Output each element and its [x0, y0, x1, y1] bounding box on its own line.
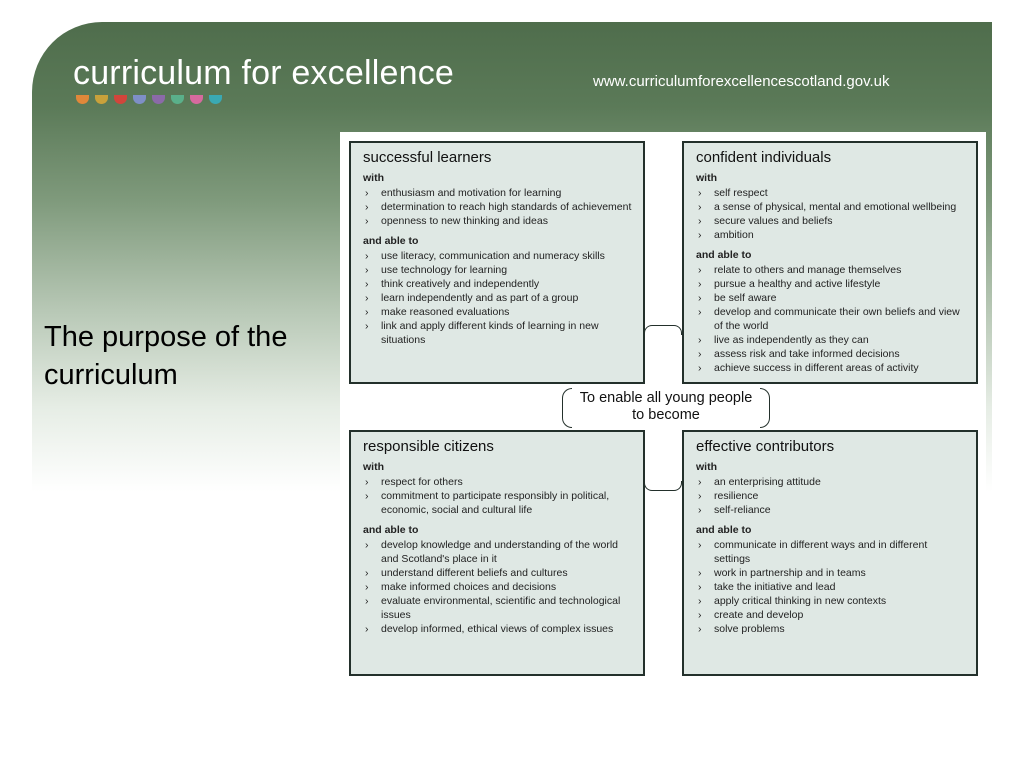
- box-responsible-citizens: responsible citizens with respect for othe…: [349, 430, 645, 676]
- list-item: secure values and beliefs: [696, 214, 966, 228]
- list-item: solve problems: [696, 622, 966, 636]
- box-title: successful learners: [363, 149, 492, 166]
- box-title: responsible citizens: [363, 438, 494, 455]
- list-item: enthusiasm and motivation for learning: [363, 186, 633, 200]
- list-item: understand different beliefs and culture…: [363, 566, 633, 580]
- list-item: determination to reach high standards of…: [363, 200, 633, 214]
- purpose-heading: The purpose of the curriculum: [44, 321, 288, 391]
- list-item: make informed choices and decisions: [363, 580, 633, 594]
- list-item: be self aware: [696, 291, 966, 305]
- with-list: self respecta sense of physical, mental …: [696, 186, 966, 242]
- connector-top: [644, 325, 682, 335]
- brand-title: curriculum for excellence: [73, 54, 455, 92]
- list-item: openness to new thinking and ideas: [363, 214, 633, 228]
- able-to-label: and able to: [363, 235, 419, 247]
- brand-dot: [95, 95, 108, 104]
- list-item: a sense of physical, mental and emotiona…: [696, 200, 966, 214]
- list-item: develop knowledge and understanding of t…: [363, 538, 633, 566]
- list-item: commitment to participate responsibly in…: [363, 489, 633, 517]
- able-to-list: develop knowledge and understanding of t…: [363, 538, 633, 636]
- list-item: assess risk and take informed decisions: [696, 347, 966, 361]
- list-item: self-reliance: [696, 503, 966, 517]
- able-to-label: and able to: [363, 524, 419, 536]
- box-successful-learners: successful learners with enthusiasm and mo…: [349, 141, 645, 384]
- with-list: respect for otherscommitment to particip…: [363, 475, 633, 517]
- brand-dot: [76, 95, 89, 104]
- center-bracket-left: [562, 388, 572, 428]
- with-list: an enterprising attituderesilienceself-r…: [696, 475, 966, 517]
- with-label: with: [363, 461, 384, 473]
- brand-dot: [190, 95, 203, 104]
- center-bracket-right: [760, 388, 770, 428]
- brand-dot: [152, 95, 165, 104]
- list-item: relate to others and manage themselves: [696, 263, 966, 277]
- list-item: create and develop: [696, 608, 966, 622]
- able-to-label: and able to: [696, 524, 752, 536]
- list-item: pursue a healthy and active lifestyle: [696, 277, 966, 291]
- brand-dot: [114, 95, 127, 104]
- list-item: respect for others: [363, 475, 633, 489]
- list-item: develop and communicate their own belief…: [696, 305, 966, 333]
- site-url: www.curriculumforexcellencescotland.gov.…: [593, 73, 890, 90]
- list-item: resilience: [696, 489, 966, 503]
- with-label: with: [696, 461, 717, 473]
- list-item: learn independently and as part of a gro…: [363, 291, 633, 305]
- center-caption: To enable all young people to become: [579, 390, 753, 423]
- list-item: evaluate environmental, scientific and t…: [363, 594, 633, 622]
- list-item: ambition: [696, 228, 966, 242]
- connector-bottom: [644, 481, 682, 491]
- brand-dot: [171, 95, 184, 104]
- list-item: think creatively and independently: [363, 277, 633, 291]
- list-item: an enterprising attitude: [696, 475, 966, 489]
- able-to-label: and able to: [696, 249, 752, 261]
- able-to-list: relate to others and manage themselvespu…: [696, 263, 966, 375]
- list-item: take the initiative and lead: [696, 580, 966, 594]
- box-title: effective contributors: [696, 438, 835, 455]
- brand-dots: [76, 95, 222, 104]
- list-item: link and apply different kinds of learni…: [363, 319, 633, 347]
- with-label: with: [696, 172, 717, 184]
- list-item: self respect: [696, 186, 966, 200]
- list-item: make reasoned evaluations: [363, 305, 633, 319]
- list-item: live as independently as they can: [696, 333, 966, 347]
- box-title: confident individuals: [696, 149, 832, 166]
- box-effective-contributors: effective contributors with an enterprisin…: [682, 430, 978, 676]
- brand-dot: [133, 95, 146, 104]
- able-to-list: communicate in different ways and in dif…: [696, 538, 966, 636]
- list-item: use literacy, communication and numeracy…: [363, 249, 633, 263]
- with-list: enthusiasm and motivation for learningde…: [363, 186, 633, 228]
- box-confident-individuals: confident individuals with self respecta s…: [682, 141, 978, 384]
- able-to-list: use literacy, communication and numeracy…: [363, 249, 633, 347]
- list-item: communicate in different ways and in dif…: [696, 538, 966, 566]
- list-item: apply critical thinking in new contexts: [696, 594, 966, 608]
- brand-dot: [209, 95, 222, 104]
- with-label: with: [363, 172, 384, 184]
- list-item: develop informed, ethical views of compl…: [363, 622, 633, 636]
- list-item: use technology for learning: [363, 263, 633, 277]
- list-item: achieve success in different areas of ac…: [696, 361, 966, 375]
- list-item: work in partnership and in teams: [696, 566, 966, 580]
